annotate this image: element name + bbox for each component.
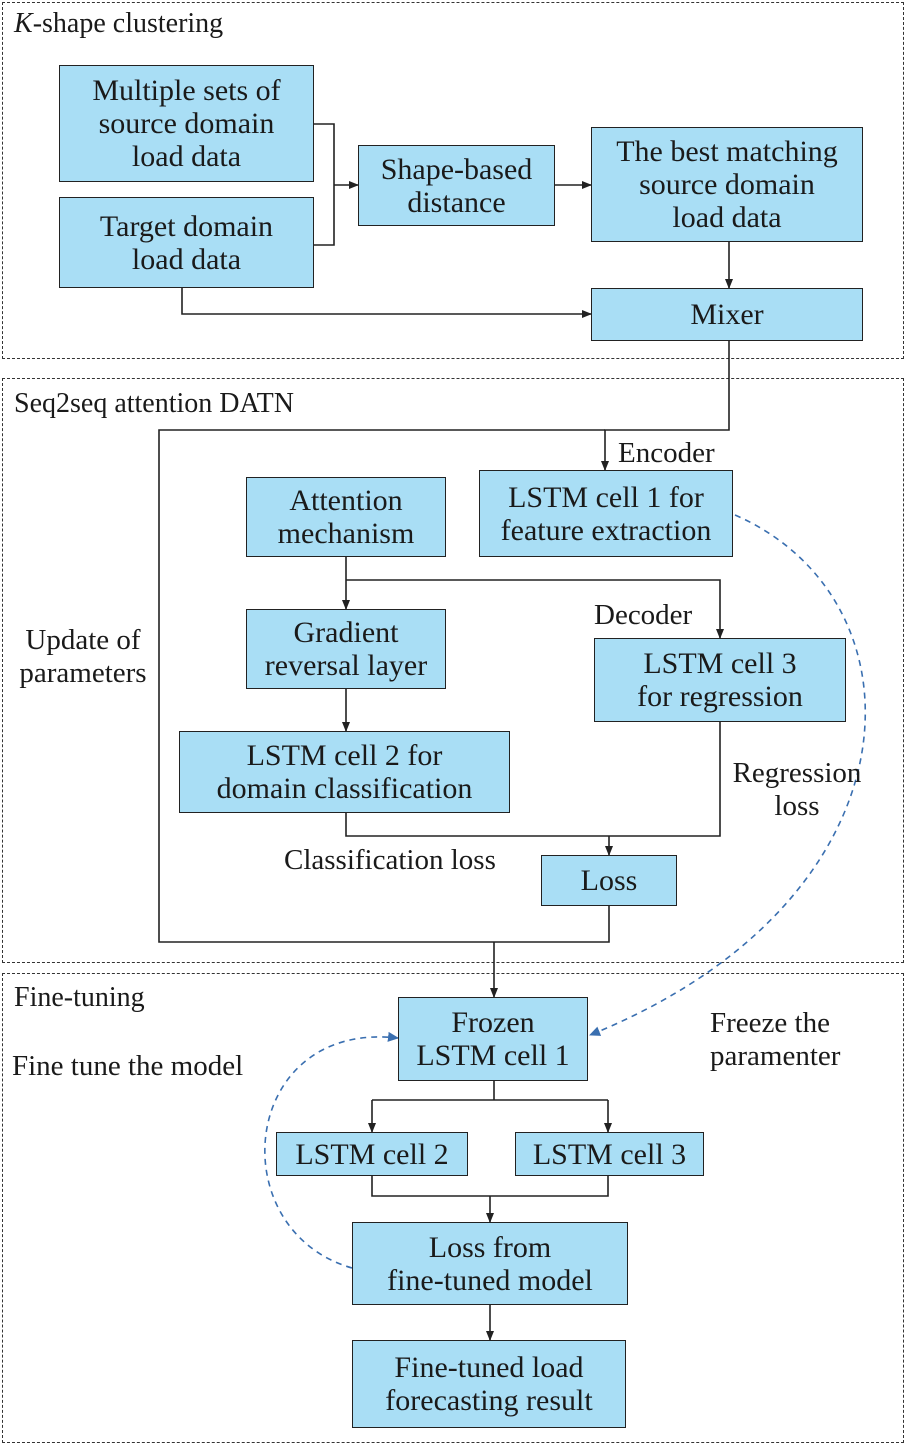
kshape-title-rest: -shape clustering <box>32 8 224 39</box>
loss-box: Loss <box>541 855 677 906</box>
update-parameters-label: Update of parameters <box>19 624 147 689</box>
target-to-mixer-arrow <box>181 288 592 318</box>
lstm-cell-1-box: LSTM cell 1 for feature extraction <box>479 470 733 557</box>
regression-loss-label: Regression loss <box>732 757 862 822</box>
attention-mechanism-box: Attention mechanism <box>246 477 446 557</box>
encoder-label: Encoder <box>618 437 715 469</box>
datn-region <box>2 378 904 963</box>
best-matching-box: The best matching source domain load dat… <box>591 127 863 242</box>
to-lstm3-arrow <box>346 579 724 639</box>
freeze-parameter-label: Freeze the paramenter <box>710 1007 841 1072</box>
target-domain-box: Target domain load data <box>59 197 314 288</box>
kshape-region <box>2 2 904 359</box>
result-box: Fine-tuned load forecasting result <box>352 1340 626 1428</box>
lstm-cell-2-box: LSTM cell 2 for domain classification <box>179 731 510 813</box>
gradient-reversal-box: Gradient reversal layer <box>246 609 446 689</box>
classification-loss-label: Classification loss <box>284 844 496 876</box>
frozen-lstm-box: Frozen LSTM cell 1 <box>398 997 588 1081</box>
fine-tune-model-label: Fine tune the model <box>12 1050 244 1082</box>
datn-section-title: Seq2seq attention DATN <box>14 388 294 419</box>
kshape-section-title: K-shape clustering <box>14 8 223 40</box>
mixer-to-encoder-arrow <box>601 341 730 471</box>
ft-loss-box: Loss from fine-tuned model <box>352 1222 628 1305</box>
mixer-box: Mixer <box>591 288 863 341</box>
lstm-cell-3-box: LSTM cell 3 for regression <box>594 638 846 722</box>
kshape-title-letter: K <box>14 8 33 39</box>
finetune-section-title: Fine-tuning <box>14 982 145 1013</box>
update-parameters-loop <box>158 429 610 943</box>
shape-distance-box: Shape-based distance <box>358 145 555 226</box>
ft-lstm-cell-3-box: LSTM cell 3 <box>515 1132 704 1176</box>
fine-tune-dashed-arrow <box>264 1031 399 1269</box>
decoder-label: Decoder <box>594 599 693 631</box>
classification-loss-line <box>345 722 721 837</box>
multiple-sets-box: Multiple sets of source domain load data <box>59 65 314 182</box>
ft-merge-line <box>371 1176 609 1197</box>
multiple-sets-connector <box>314 123 335 246</box>
finetune-region <box>2 973 904 1443</box>
ft-lstm-cell-2-box: LSTM cell 2 <box>276 1132 468 1176</box>
